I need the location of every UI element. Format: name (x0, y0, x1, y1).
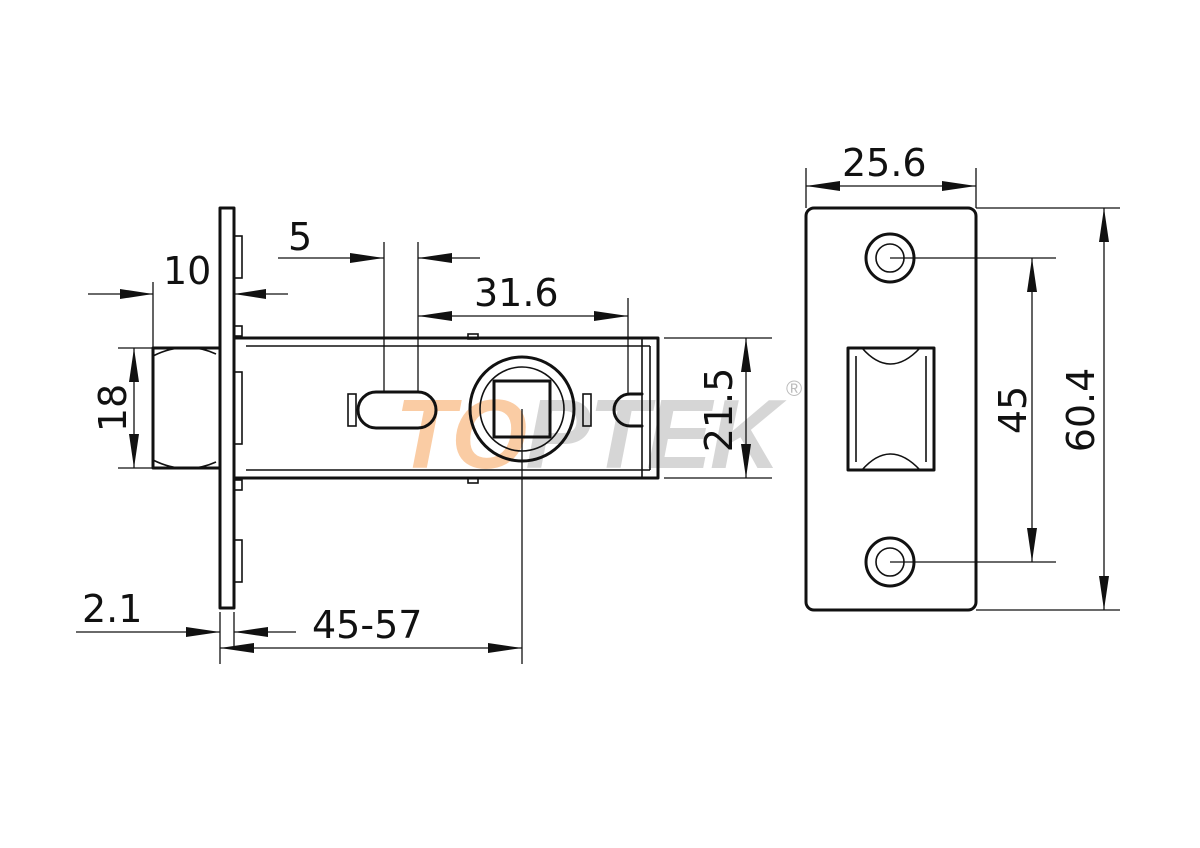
dim-45-label: 45 (991, 386, 1035, 434)
end-notch (612, 392, 644, 428)
arrow-45a (1027, 258, 1037, 292)
arrow-31-6b (594, 311, 628, 321)
arrow-25-6a (806, 181, 840, 191)
strike-plate (804, 206, 978, 612)
latch-side-view (151, 206, 660, 610)
arrow-21-5b (741, 444, 751, 478)
arrow-10b (234, 289, 266, 299)
faceplate-window (233, 371, 243, 445)
dim-21-5-label: 21.5 (697, 368, 741, 453)
arrow-5a (350, 253, 384, 263)
latch-dimensions: 5 10 31.6 18 21.5 2.1 (76, 215, 772, 664)
slot-left-pin (347, 393, 357, 427)
latch-bolt (151, 346, 222, 470)
faceplate-clip-top (233, 325, 243, 337)
arrow-18a (129, 348, 139, 382)
dim-10-label: 10 (163, 249, 211, 293)
arrow-45b (1027, 528, 1037, 562)
dim-60-4-label: 60.4 (1059, 368, 1103, 453)
arrow-10a (120, 289, 153, 299)
dim-5-label: 5 (288, 215, 312, 259)
strike-opening (846, 346, 936, 472)
arrow-31-6a (418, 311, 452, 321)
dim-18-label: 18 (91, 384, 135, 432)
registered-mark: ® (786, 376, 802, 401)
latch-bolt-curve-bottom (152, 459, 217, 470)
arrow-backset-b (488, 643, 522, 653)
faceplate-tab-top (233, 235, 243, 279)
faceplate-clip-bottom (233, 479, 243, 491)
rivet-top (467, 333, 479, 340)
arrow-backset-a (220, 643, 254, 653)
slot-left (356, 390, 438, 430)
arrow-60-4b (1099, 576, 1109, 610)
slot-right-pin (582, 393, 592, 427)
arrow-21-5a (741, 338, 751, 372)
brand-watermark: TOPTEK ® (395, 376, 802, 489)
rivet-bottom (467, 477, 479, 484)
arrow-5b (418, 253, 452, 263)
arrow-60-4a (1099, 208, 1109, 242)
arrow-25-6b (942, 181, 976, 191)
arrow-2-1b (234, 627, 268, 637)
dim-backset-label: 45-57 (312, 603, 422, 647)
strike-plate-view (804, 206, 978, 612)
faceplate (218, 206, 236, 610)
arrow-2-1a (186, 627, 220, 637)
latch-bolt-curve-top (152, 346, 217, 357)
latch-case (232, 336, 660, 480)
dim-2-1-label: 2.1 (82, 587, 142, 631)
arrow-18b (129, 434, 139, 468)
dim-25-6-label: 25.6 (842, 141, 927, 185)
strike-opening-curve-top (861, 347, 921, 365)
dim-31-6-label: 31.6 (474, 271, 559, 315)
strike-opening-curve-bottom (861, 453, 921, 471)
strike-dimensions: 25.6 45 60.4 (805, 141, 1120, 611)
faceplate-tab-bottom (233, 539, 243, 583)
